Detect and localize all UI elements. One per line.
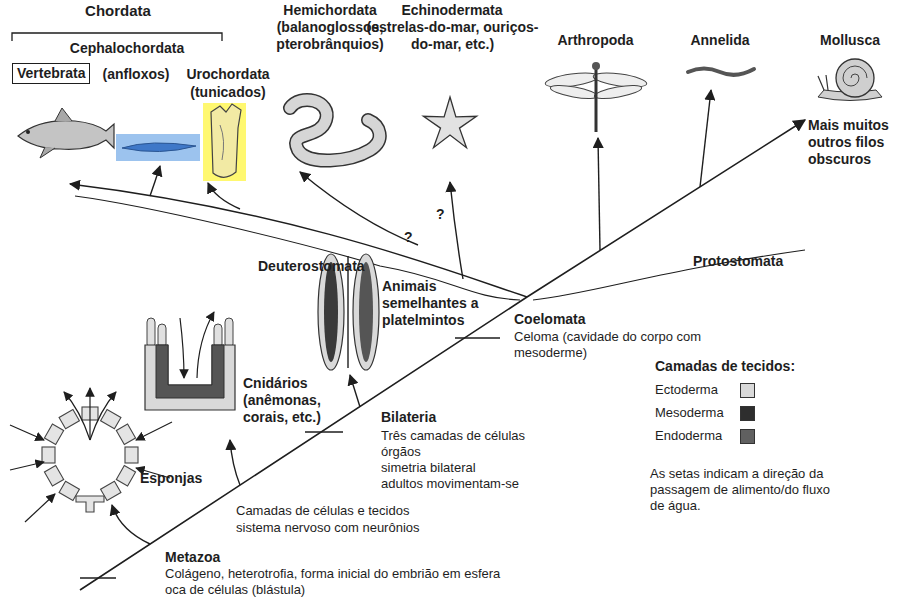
- tree-label: As setas indicam a direção da passagem d…: [650, 466, 830, 514]
- fish-drawing: [18, 108, 114, 158]
- tree-label: órgãos: [381, 444, 581, 460]
- tree-label: (tunicados): [178, 84, 278, 101]
- legend-swatch: [740, 406, 755, 421]
- legend-text: Mesoderma: [655, 405, 724, 420]
- tree-trunk: [80, 120, 805, 590]
- legend-row: Endoderma: [655, 428, 765, 444]
- clade-tick: [305, 431, 343, 432]
- tree-label: Annelida: [680, 32, 760, 49]
- tree-label: Mais muitos outros filos obscuros: [808, 117, 908, 168]
- taxon-box: Vertebrata: [12, 63, 90, 84]
- legend-swatch: [740, 383, 755, 398]
- legend-text: Ectoderma: [655, 382, 718, 397]
- highlight-box: [116, 134, 200, 161]
- tree-label: Urochordata: [178, 66, 278, 83]
- highlight-box: [203, 103, 246, 181]
- tree-branches: [70, 90, 711, 544]
- worm-drawing: [688, 69, 754, 75]
- cnidarian-drawing: [145, 312, 235, 410]
- taxon-name: Vertebrata: [17, 65, 85, 82]
- clade-tick: [455, 337, 500, 338]
- clade-tick: [80, 577, 116, 578]
- tree-label: Cnidários (anêmonas, corais, etc.): [243, 375, 343, 426]
- tree-label: Celoma (cavidade do corpo com mesoderme): [514, 329, 709, 361]
- tree-label: Camadas de células e tecidos: [236, 503, 496, 519]
- tree-label: Três camadas de células: [381, 428, 581, 444]
- legend-row: Mesoderma: [655, 405, 765, 421]
- snail-drawing: [818, 59, 882, 101]
- dragonfly-drawing: [544, 62, 647, 132]
- tree-label: (anfloxos): [96, 66, 176, 83]
- tree-label: simetria bilateral: [381, 460, 581, 476]
- acorn-worm-drawing: [290, 100, 380, 161]
- tree-label: Chordata: [70, 2, 166, 20]
- legend-swatch: [740, 429, 755, 444]
- tree-label: (estrelas-do-mar, ouriços-do-mar, etc.): [365, 19, 540, 53]
- legend-text: Endoderma: [655, 428, 722, 443]
- amphioxus-drawing: [122, 143, 196, 152]
- bracket: [12, 33, 222, 41]
- tree-label: Arthropoda: [548, 32, 643, 49]
- tree-label: Coelomata: [514, 311, 624, 328]
- tree-label: Echinodermata: [392, 2, 512, 19]
- tree-label: Bilateria: [381, 409, 481, 426]
- tree-label: Camadas de tecidos:: [655, 358, 825, 375]
- tree-label: sistema nervoso com neurônios: [236, 520, 496, 536]
- tree-label: Colágeno, heterotrofia, forma inicial do…: [165, 566, 510, 598]
- tree-label: Cephalochordata: [62, 40, 192, 57]
- legend-row: Ectoderma: [655, 382, 765, 398]
- tree-label: Animais semelhantes a platelmintos: [382, 278, 490, 329]
- starfish-drawing: [423, 97, 476, 148]
- tunicate-drawing: [211, 104, 241, 177]
- tree-label: ?: [404, 229, 418, 246]
- tree-label: Hemichordata: [274, 2, 386, 19]
- tree-label: Deuterostomata: [258, 258, 378, 275]
- tree-label: Esponjas: [140, 470, 230, 487]
- tree-label: ?: [436, 206, 450, 223]
- tree-label: adultos movimentam-se: [381, 476, 581, 492]
- tree-label: Protostomata: [693, 253, 813, 270]
- tree-label: Metazoa: [165, 549, 265, 566]
- tree-label: Mollusca: [810, 32, 890, 49]
